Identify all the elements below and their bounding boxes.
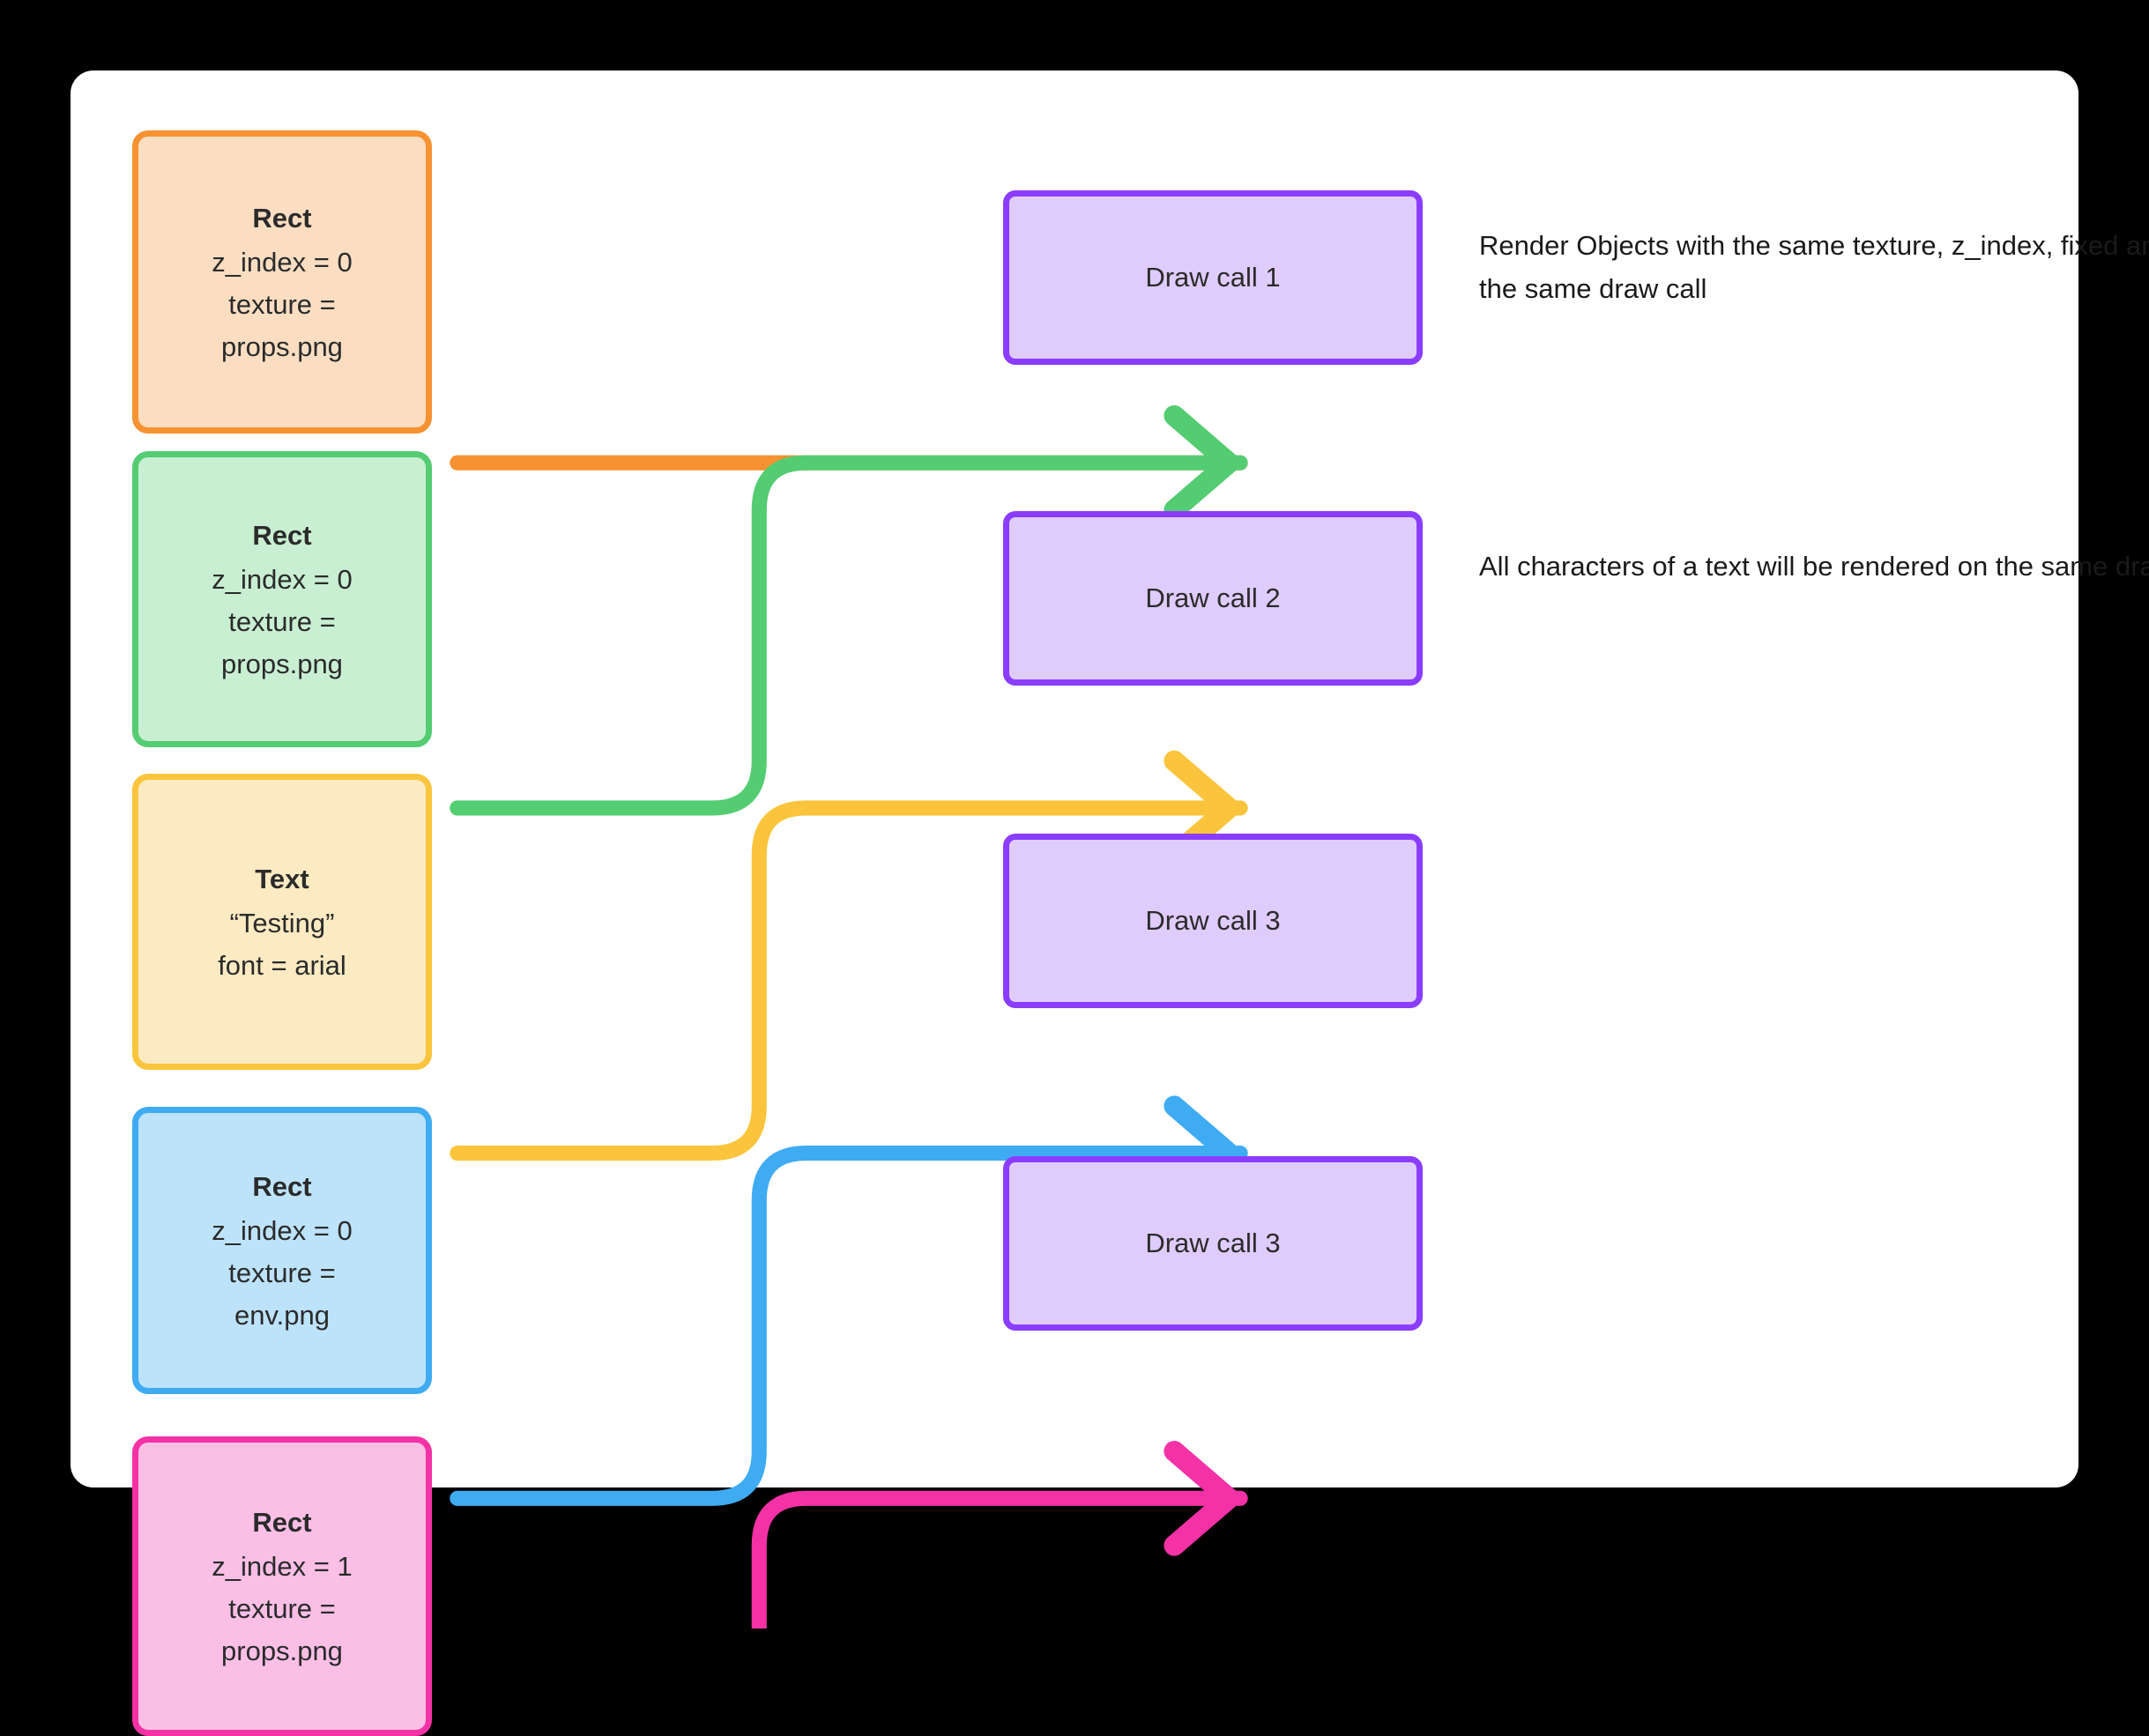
node-rect-pink[interactable]: Rect z_index = 1 texture = props.png bbox=[132, 1436, 432, 1736]
draw-call-label: Draw call 3 bbox=[1145, 1228, 1281, 1258]
node-title: Rect bbox=[252, 1507, 312, 1538]
diagram-canvas: Rect z_index = 0 texture = props.png Rec… bbox=[71, 70, 2149, 1736]
annotation-text-batching: All characters of a text will be rendere… bbox=[1479, 551, 2149, 582]
node-line: font = arial bbox=[218, 950, 346, 981]
draw-call-label: Draw call 2 bbox=[1145, 582, 1281, 613]
node-title: Rect bbox=[252, 520, 312, 551]
node-title: Text bbox=[255, 864, 309, 894]
node-line: z_index = 1 bbox=[212, 1551, 353, 1582]
node-line: texture = bbox=[228, 606, 336, 637]
node-line: z_index = 0 bbox=[212, 247, 353, 278]
draw-call-label: Draw call 1 bbox=[1145, 262, 1281, 293]
node-line: z_index = 0 bbox=[212, 1215, 353, 1246]
diagram-card: Rect z_index = 0 texture = props.png Rec… bbox=[71, 70, 2149, 1736]
node-line: env.png bbox=[234, 1300, 330, 1331]
draw-call-box-2[interactable]: Draw call 2 bbox=[1003, 511, 1423, 686]
node-line: texture = bbox=[228, 1593, 336, 1624]
connector-pink bbox=[751, 1441, 1248, 1628]
draw-call-box-4[interactable]: Draw call 3 bbox=[1003, 1156, 1423, 1331]
node-line: z_index = 0 bbox=[212, 564, 353, 595]
draw-call-box-1[interactable]: Draw call 1 bbox=[1003, 190, 1423, 365]
node-rect-orange[interactable]: Rect z_index = 0 texture = props.png bbox=[132, 130, 432, 434]
node-line: texture = bbox=[228, 1257, 336, 1288]
node-line: props.png bbox=[221, 1636, 343, 1666]
node-line: props.png bbox=[221, 649, 343, 679]
node-text-yellow[interactable]: Text “Testing” font = arial bbox=[132, 774, 432, 1070]
annotation-batching: Render Objects with the same texture, z_… bbox=[1479, 230, 2149, 304]
node-title: Rect bbox=[252, 203, 312, 234]
node-title: Rect bbox=[252, 1171, 312, 1202]
node-line: texture = bbox=[228, 289, 336, 320]
draw-call-box-3[interactable]: Draw call 3 bbox=[1003, 834, 1423, 1008]
node-line: “Testing” bbox=[229, 908, 335, 938]
draw-call-label: Draw call 3 bbox=[1145, 905, 1281, 936]
node-line: props.png bbox=[221, 331, 343, 362]
node-rect-green[interactable]: Rect z_index = 0 texture = props.png bbox=[132, 451, 432, 747]
node-rect-blue[interactable]: Rect z_index = 0 texture = env.png bbox=[132, 1107, 432, 1394]
